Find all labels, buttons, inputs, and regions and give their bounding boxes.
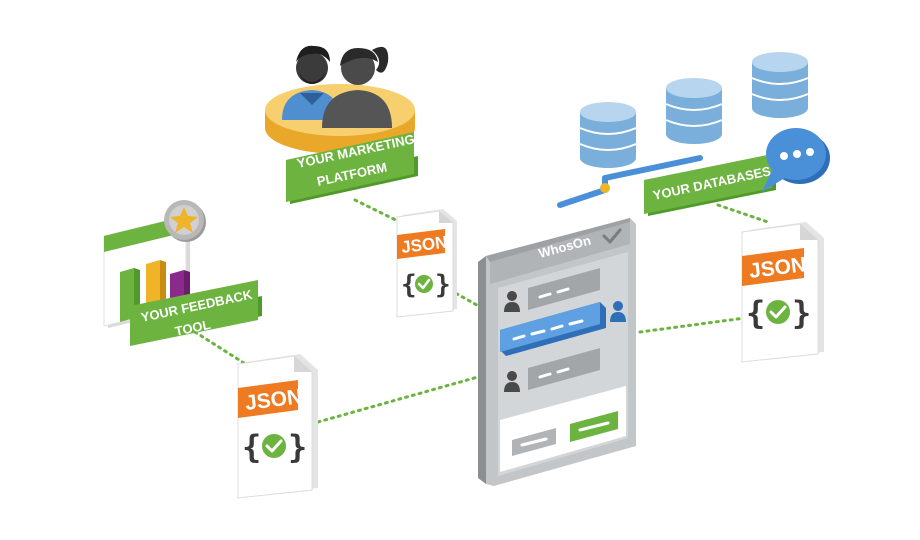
databases-group: YOUR DATABASES — [557, 52, 830, 216]
database-icon — [665, 78, 723, 144]
connector-databases-json-to-widget — [638, 316, 747, 334]
chat-bubble-icon — [762, 128, 830, 192]
agent-avatar-icon — [613, 301, 623, 311]
connector-databases-label-to-json — [716, 203, 770, 224]
json-tag-databases — [742, 248, 804, 286]
widget-title-bar — [490, 222, 630, 284]
chat-message-agent — [500, 301, 626, 356]
chevron-down-icon[interactable] — [602, 228, 622, 244]
feedback-label: YOUR FEEDBACK TOOL — [130, 280, 262, 346]
brace-right-icon: } — [435, 270, 451, 300]
brace-right-icon: } — [288, 428, 307, 466]
database-icon — [579, 102, 637, 168]
check-circle-icon — [415, 275, 433, 293]
brace-left-icon: { — [242, 428, 261, 466]
brace-right-icon: } — [792, 294, 811, 332]
whoson-chat-widget: WhosOn — [478, 218, 636, 486]
send-button[interactable] — [570, 411, 618, 442]
json-document-marketing: JSON { } — [396, 209, 457, 318]
database-pipe — [557, 175, 608, 208]
pipe-joint — [600, 183, 610, 193]
brace-left-icon: { — [401, 270, 417, 300]
people-icon — [282, 45, 392, 128]
brace-left-icon: { — [746, 294, 765, 332]
json-document-databases: JSON { } — [741, 222, 824, 363]
star-icon — [164, 200, 206, 242]
json-tag-feedback — [238, 380, 298, 418]
cancel-button[interactable] — [512, 428, 556, 456]
chat-message-incoming — [504, 268, 600, 312]
user-avatar-icon — [507, 371, 517, 381]
connector-feedback-json-to-widget — [316, 373, 487, 424]
json-document-feedback: JSON { } — [237, 354, 318, 499]
feedback-tool: YOUR FEEDBACK TOOL — [103, 200, 262, 346]
database-icon — [751, 52, 809, 118]
user-avatar-icon — [507, 291, 517, 301]
chat-message-incoming — [504, 348, 600, 392]
feedback-label-line2: TOOL — [174, 317, 212, 339]
json-tag-marketing — [397, 229, 445, 259]
marketing-platform: YOUR MARKETING PLATFORM — [265, 45, 418, 204]
